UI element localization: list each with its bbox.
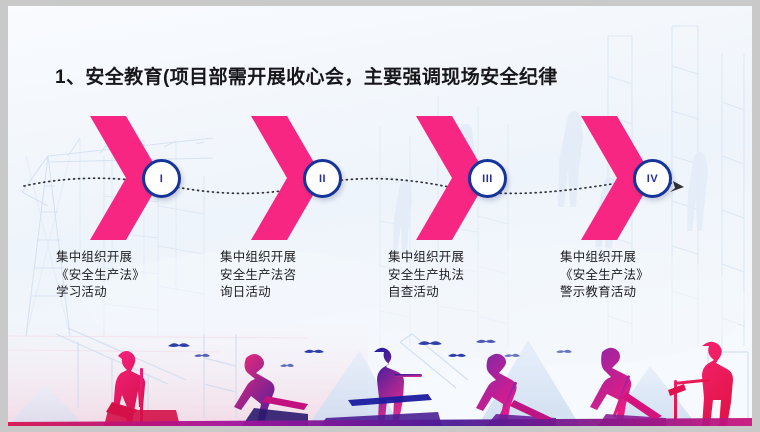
step-caption-1: 集中组织开展 《安全生产法》 学习活动 xyxy=(56,250,145,299)
step-marker-1: I xyxy=(159,172,164,185)
step-node-2[interactable]: II xyxy=(303,159,342,198)
step-marker-4: IV xyxy=(646,172,659,185)
page-title: 1、安全教育(项目部需开展收心会，主要强调现场安全纪律 xyxy=(55,67,558,88)
step-caption-3: 集中组织开展 安全生产执法 自查活动 xyxy=(388,250,465,299)
step-node-1[interactable]: I xyxy=(142,159,181,198)
step-node-4[interactable]: IV xyxy=(633,159,672,198)
step-marker-3: III xyxy=(482,172,493,185)
step-node-3[interactable]: III xyxy=(468,159,507,198)
step-caption-2: 集中组织开展 安全生产法咨 询日活动 xyxy=(220,250,297,299)
slide-canvas: I II III IV 1、安全教育(项目部需开展收心会，主要强调现场安全纪律 … xyxy=(8,6,752,426)
step-marker-2: II xyxy=(318,172,327,185)
worker-silhouette-band xyxy=(8,322,752,426)
step-caption-4: 集中组织开展 《安全生产法》 警示教育活动 xyxy=(560,250,649,299)
